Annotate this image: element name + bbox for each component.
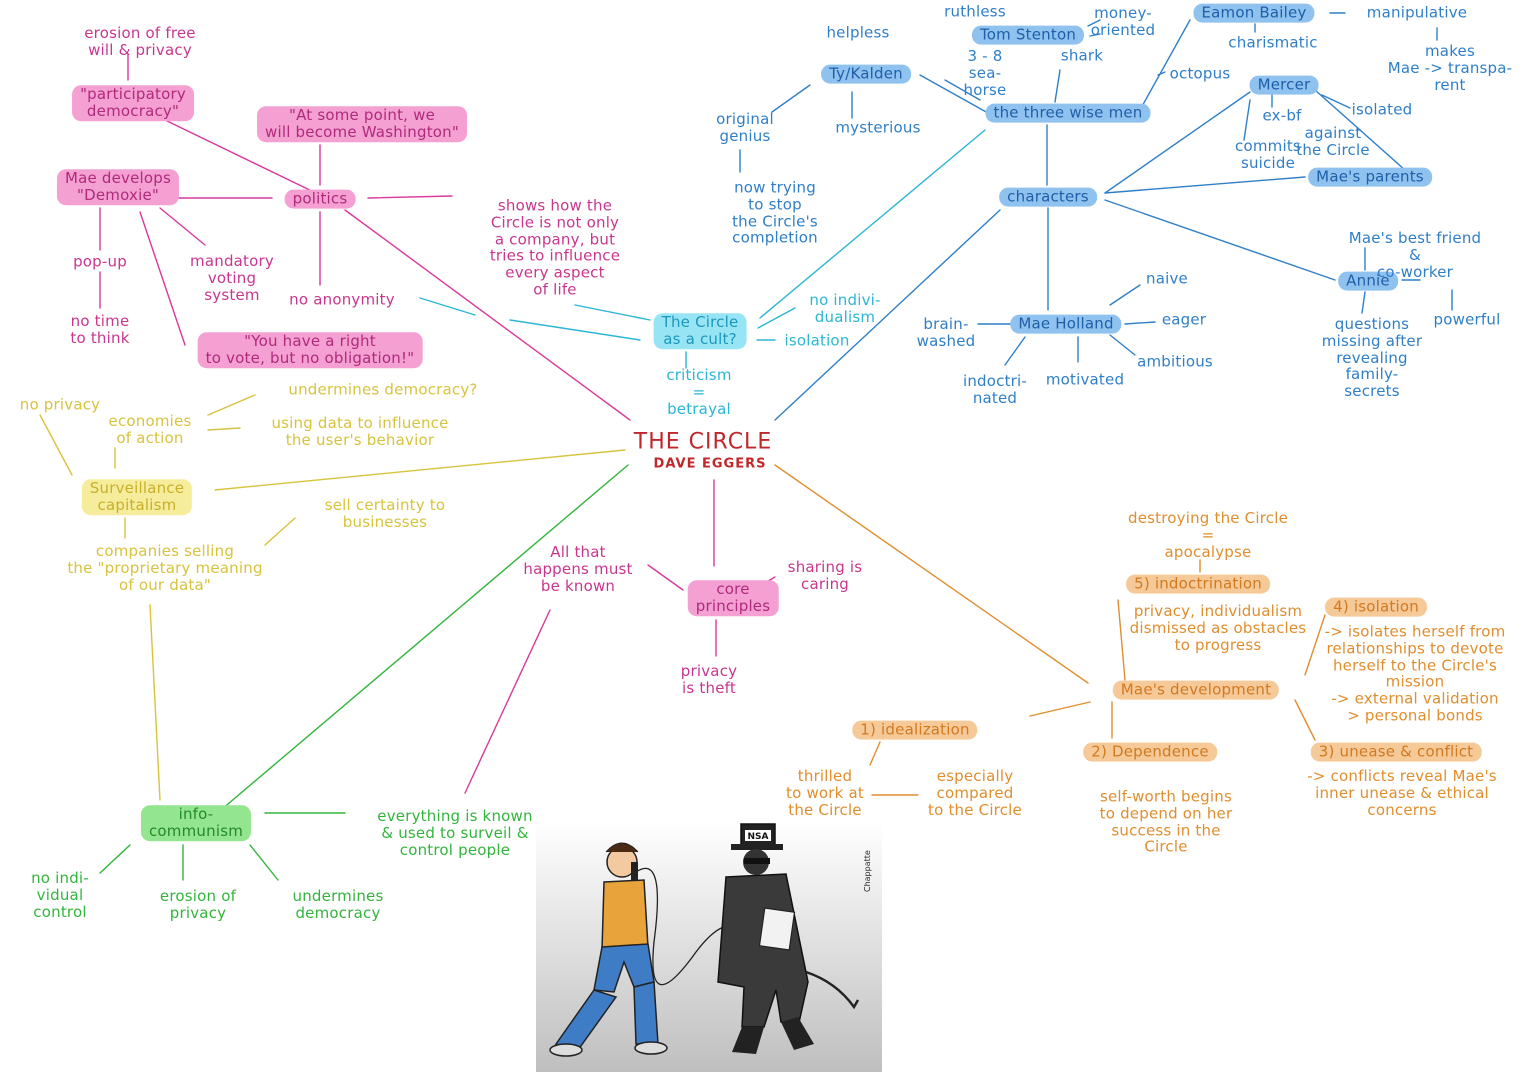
- using-data-note: using data to influence the user's behav…: [271, 414, 449, 449]
- no-time-to-think-note: no time to think: [70, 312, 130, 347]
- characters-connectors: [739, 12, 1453, 421]
- naive-note: naive: [1146, 269, 1188, 288]
- center-author: DAVE EGGERS: [653, 456, 767, 472]
- washington-quote-node: "At some point, we will become Washingto…: [257, 106, 467, 142]
- mandatory-voting-note: mandatory voting system: [190, 251, 274, 304]
- best-friend-note: Mae's best friend & co-worker: [1348, 228, 1482, 281]
- core-principles-hub: core principles: [687, 580, 779, 616]
- thrilled-note: thrilled to work at the Circle: [786, 766, 864, 819]
- makes-transparent-note: makes Mae -> transpa- rent: [1387, 41, 1513, 94]
- nsa-cartoon-illustration: NSA Chappatte: [536, 822, 882, 1072]
- privacy-is-theft-note: privacy is theft: [680, 662, 738, 697]
- now-trying-note: now trying to stop the Circle's completi…: [732, 178, 818, 247]
- ex-bf-note: ex-bf: [1262, 106, 1302, 125]
- mae-holland-node: Mae Holland: [1010, 314, 1122, 334]
- sharing-is-caring-note: sharing is caring: [787, 558, 863, 593]
- characters-hub: characters: [999, 187, 1097, 207]
- unease-conflict-stage: 3) unease & conflict: [1310, 742, 1482, 762]
- powerful-note: powerful: [1433, 310, 1501, 329]
- octopus-note: octopus: [1169, 64, 1231, 83]
- companies-selling-note: companies selling the "proprietary meani…: [67, 541, 263, 594]
- eager-note: eager: [1161, 310, 1207, 329]
- no-individual-control-note: no indi- vidual control: [31, 868, 89, 921]
- seahorse-note: 3 - 8 sea- horse: [963, 46, 1007, 99]
- no-privacy-note: no privacy: [19, 395, 101, 414]
- no-anonymity-note: no anonymity: [289, 290, 395, 309]
- shows-influence-note: shows how the Circle is not only a compa…: [489, 196, 621, 299]
- nsa-hat-label: NSA: [748, 832, 769, 842]
- charismatic-note: charismatic: [1228, 33, 1318, 52]
- isolation-stage: 4) isolation: [1325, 597, 1427, 617]
- participatory-democracy-node: "participatory democracy": [72, 85, 194, 121]
- against-circle-note: against the Circle: [1296, 124, 1370, 159]
- development-connectors: [774, 464, 1326, 796]
- annie-node: Annie: [1338, 271, 1398, 291]
- isolation-note: isolation: [784, 331, 850, 350]
- dependence-desc: self-worth begins to depend on her succe…: [1099, 787, 1233, 856]
- phone-cord: [635, 867, 747, 986]
- eamon-bailey-node: Eamon Bailey: [1193, 3, 1315, 23]
- erosion-of-privacy-note: erosion of privacy: [159, 887, 237, 922]
- cult-connectors: [419, 129, 986, 369]
- mercer-node: Mercer: [1249, 75, 1319, 95]
- no-individualism-note: no indivi- dualism: [809, 291, 881, 326]
- right-to-vote-quote: "You have a right to vote, but no obliga…: [197, 332, 423, 368]
- criticism-betrayal-note: criticism = betrayal: [666, 365, 732, 418]
- commits-suicide-note: commits suicide: [1235, 137, 1301, 172]
- indoctrination-desc: privacy, individualism dismissed as obst…: [1129, 601, 1307, 654]
- nsa-agent-figure: NSA: [717, 823, 860, 1054]
- ty-kalden-node: Ty/Kalden: [821, 64, 911, 84]
- isolation-desc: -> isolates herself from relationships t…: [1324, 622, 1506, 725]
- surveillance-connectors: [39, 394, 626, 801]
- info-communism-hub: info- communism: [140, 805, 252, 841]
- indoctrinated-note: indoctri- nated: [962, 372, 1028, 407]
- undermines-democracy-note: undermines democracy: [292, 887, 384, 922]
- dependence-stage: 2) Dependence: [1083, 742, 1217, 762]
- cartoon-signature: Chappatte: [863, 850, 872, 892]
- pop-up-note: pop-up: [73, 252, 127, 271]
- unease-desc: -> conflicts reveal Mae's inner unease &…: [1307, 766, 1497, 819]
- everything-known-note: everything is known & used to surveil & …: [377, 806, 533, 859]
- questions-note: questions missing after revealing family…: [1321, 315, 1423, 401]
- ambitious-note: ambitious: [1137, 352, 1213, 371]
- helpless-note: helpless: [826, 23, 890, 42]
- maes-development-hub: Mae's development: [1112, 680, 1280, 700]
- surveillance-capitalism-hub: Surveillance capitalism: [81, 479, 193, 515]
- motivated-note: motivated: [1045, 370, 1125, 389]
- economies-of-action-note: economies of action: [108, 412, 192, 447]
- money-oriented-note: money- oriented: [1090, 4, 1156, 39]
- tom-stenton-node: Tom Stenton: [971, 25, 1085, 45]
- especially-compared-note: especially compared to the Circle: [928, 766, 1022, 819]
- original-genius-note: original genius: [716, 110, 774, 145]
- walking-man-figure: [549, 842, 668, 1057]
- center-title: THE CIRCLE: [633, 429, 773, 455]
- cult-hub: The Circle as a cult?: [653, 313, 747, 349]
- manipulative-note: manipulative: [1366, 3, 1468, 22]
- erosion-free-will-note: erosion of free will & privacy: [84, 24, 196, 59]
- indoctrination-stage: 5) indoctrination: [1126, 574, 1270, 594]
- three-wise-men-node: the three wise men: [985, 103, 1151, 123]
- politics-hub: politics: [284, 189, 356, 209]
- all-that-happens-note: All that happens must be known: [523, 542, 633, 595]
- sell-certainty-note: sell certainty to businesses: [324, 496, 446, 531]
- maes-parents-node: Mae's parents: [1308, 167, 1432, 187]
- undermines-democracy-question: undermines democracy?: [288, 380, 478, 399]
- ruthless-note: ruthless: [944, 2, 1006, 21]
- info-connectors: [99, 464, 629, 881]
- isolated-note: isolated: [1351, 100, 1413, 119]
- idealization-stage: 1) idealization: [852, 720, 978, 740]
- brainwashed-note: brain- washed: [916, 315, 976, 350]
- destroying-apocalypse-note: destroying the Circle = apocalypse: [1127, 508, 1289, 561]
- demoxie-node: Mae develops "Demoxie": [56, 169, 180, 205]
- shark-note: shark: [1060, 46, 1104, 65]
- mysterious-note: mysterious: [835, 118, 921, 137]
